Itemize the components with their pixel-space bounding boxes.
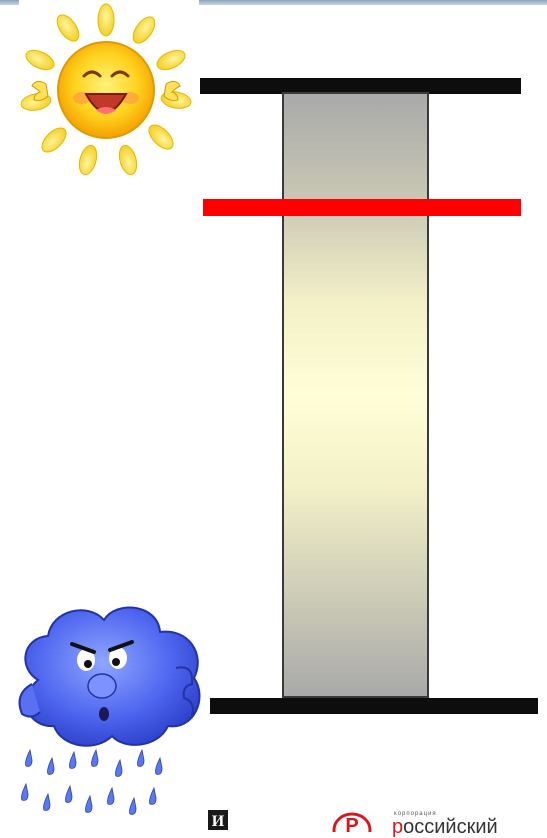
sun-icon [16, 2, 196, 178]
publisher-logo-icon: И [206, 808, 232, 832]
logo-big-text: российский [392, 817, 498, 837]
thermometer-column [282, 92, 429, 698]
bottom-bar [210, 698, 538, 714]
rain-cloud-icon [8, 598, 208, 832]
svg-text:Р: Р [345, 815, 358, 832]
level-line [203, 199, 521, 216]
logo-big-text-rest: оссийский [403, 816, 498, 838]
r-logo-icon: Р [330, 810, 374, 832]
logo-left-text: И [212, 813, 225, 830]
corporation-logo: Р корпорация российский [330, 810, 547, 832]
